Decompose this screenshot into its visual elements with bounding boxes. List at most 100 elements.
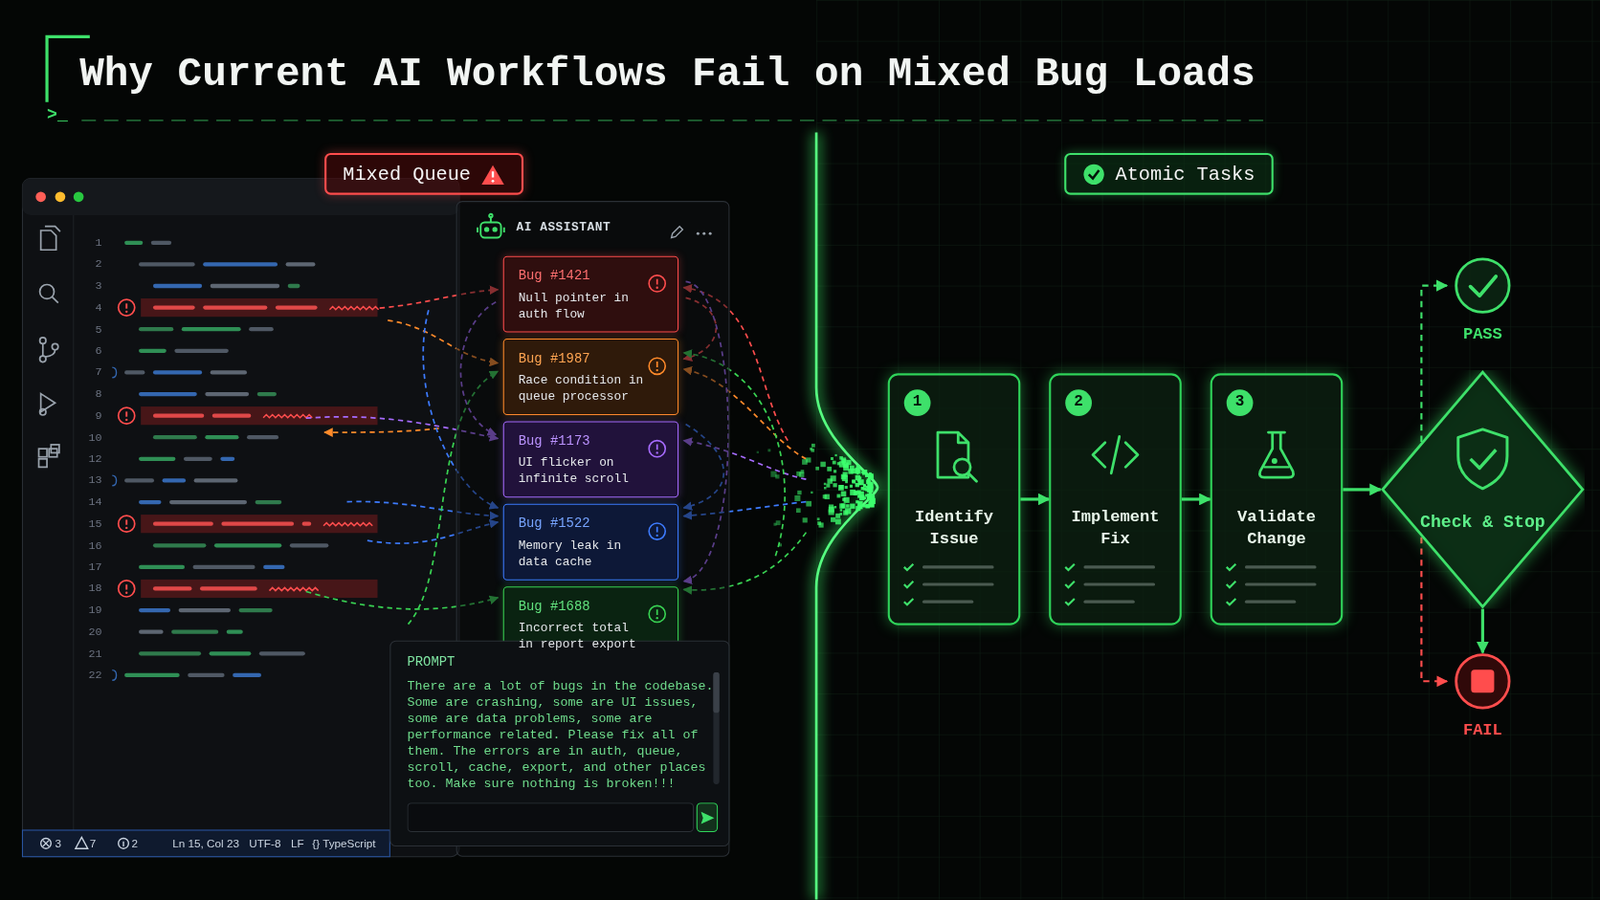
pixel-particles xyxy=(773,523,777,527)
checklist xyxy=(1083,600,1134,604)
pixel-particles xyxy=(859,495,865,501)
alert-icon xyxy=(646,603,667,624)
panel-tools xyxy=(671,226,684,239)
scrollbar xyxy=(711,672,721,785)
pixel-particles xyxy=(811,444,816,448)
code-lines xyxy=(286,262,316,267)
alert-icon xyxy=(656,287,659,289)
checklist xyxy=(1244,582,1317,586)
result-icon xyxy=(1472,671,1493,692)
bug-id: Bug #1522 xyxy=(518,514,664,534)
pixel-particles xyxy=(826,466,832,472)
code-lines xyxy=(226,630,244,635)
pixel-particles xyxy=(810,448,815,453)
code-lines xyxy=(174,349,229,354)
pixel-particles xyxy=(796,508,801,513)
prompt-glyph: >_ xyxy=(46,108,68,123)
code-lines xyxy=(125,311,128,313)
code-lines xyxy=(153,543,206,548)
panel-tools xyxy=(696,232,700,236)
code-lines xyxy=(209,651,252,656)
pixel-particles xyxy=(865,505,868,509)
sidebar-icons xyxy=(39,448,48,458)
checklist xyxy=(904,581,914,588)
prompt-text: There are a lot of bugs in the codebase.… xyxy=(406,678,718,793)
funnel-line xyxy=(816,133,878,900)
bug-description: UI flicker on infinite scroll xyxy=(518,455,646,489)
code-lines xyxy=(153,284,202,289)
warning-icon xyxy=(491,171,494,178)
code-lines xyxy=(138,392,198,397)
robot-icon xyxy=(485,227,489,231)
editor-window xyxy=(72,215,74,832)
process-box: 1Identify Issue xyxy=(888,373,1022,625)
input-box xyxy=(701,812,715,825)
pixel-particles xyxy=(817,517,821,521)
pixel-particles xyxy=(839,503,845,509)
status-bar xyxy=(22,830,390,858)
pixel-particles xyxy=(834,454,837,457)
status-bar xyxy=(22,830,390,858)
pixel-particles xyxy=(844,464,848,468)
code-lines xyxy=(204,392,249,397)
robot-icon xyxy=(492,227,496,231)
code-lines xyxy=(138,500,161,505)
pixel-particles xyxy=(828,504,834,510)
alert-icon xyxy=(656,527,659,534)
pixel-particles xyxy=(844,480,848,484)
bug-id: Bug #1173 xyxy=(518,432,664,451)
pixel-particles xyxy=(802,517,808,523)
pixel-particles xyxy=(866,497,870,501)
robot-icon xyxy=(488,214,492,218)
code-lines xyxy=(269,587,319,591)
robot-icon xyxy=(477,227,505,233)
pixel-particles xyxy=(849,504,855,510)
line-number: 4 xyxy=(95,300,103,315)
step-title: Identify Issue xyxy=(900,506,1009,552)
bug-description: Race condition in queue processor xyxy=(518,372,646,405)
panel-heading: AI ASSISTANT xyxy=(516,220,612,235)
alert-icon xyxy=(646,439,667,460)
step-icon xyxy=(1092,436,1138,473)
status-item: Ln 15, Col 23 xyxy=(172,836,240,851)
code-lines xyxy=(210,284,281,289)
robot-icon xyxy=(480,222,501,238)
checklist xyxy=(1083,582,1156,586)
title: Why Current AI Workflows Fail on Mixed B… xyxy=(79,50,1256,97)
sidebar-icons xyxy=(40,285,55,300)
editor-window xyxy=(35,191,46,202)
step-icon xyxy=(937,432,978,482)
code-lines xyxy=(246,435,279,440)
result-text: PASS xyxy=(1463,324,1503,345)
bug-card: Bug #1987Race condition in queue process… xyxy=(503,338,679,416)
code-lines xyxy=(178,608,231,613)
code-lines xyxy=(111,367,116,378)
pixel-particles xyxy=(796,471,801,477)
line-number: 12 xyxy=(88,451,103,467)
line-number: 1 xyxy=(95,235,103,250)
sidebar-icons xyxy=(51,296,58,303)
flow-arrow xyxy=(1181,497,1211,501)
code-lines xyxy=(212,414,252,419)
input-box xyxy=(406,802,718,834)
robot-icon xyxy=(475,212,507,244)
checklist xyxy=(922,600,974,604)
code-lines xyxy=(125,584,128,590)
code-lines xyxy=(153,414,204,419)
result-icon xyxy=(1456,655,1510,709)
pixel-particles xyxy=(835,513,841,519)
pixel-particles xyxy=(844,486,848,489)
pixel-particles xyxy=(854,492,858,496)
robot-icon xyxy=(477,214,505,239)
pixel-particles xyxy=(833,469,837,473)
panel-tools xyxy=(666,224,718,242)
editor-window xyxy=(73,191,85,202)
pixel-particles xyxy=(866,494,872,500)
line-number: 9 xyxy=(95,408,103,423)
pixel-particles xyxy=(857,501,864,508)
pixel-particles xyxy=(832,483,837,488)
result-text: FAIL xyxy=(1463,720,1503,741)
code-lines xyxy=(221,522,294,527)
checklist xyxy=(1244,565,1317,569)
